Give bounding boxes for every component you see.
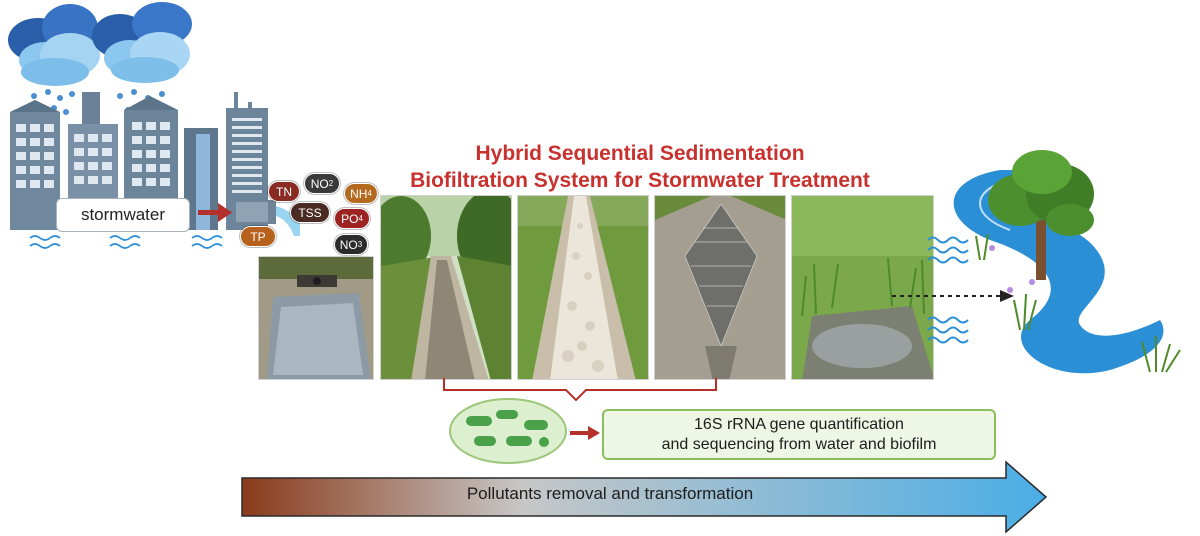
tree-icon <box>988 150 1094 280</box>
analysis-arrow-icon <box>570 426 600 440</box>
flow-arrow-icon <box>198 203 232 222</box>
pollutant-tn: TN <box>268 181 300 202</box>
title-line-2: Biofiltration System for Stormwater Trea… <box>410 169 870 192</box>
pipe-icon <box>236 200 300 236</box>
analysis-box: 16S rRNA gene quantification and sequenc… <box>602 409 996 460</box>
process-arrow <box>241 460 1048 534</box>
waves-icon <box>29 235 223 249</box>
figure-title: Hybrid Sequential Sedimentation Biofiltr… <box>372 140 908 194</box>
cloud-icon <box>8 4 100 86</box>
analysis-line-1: 16S rRNA gene quantification <box>694 415 904 433</box>
flower-icon <box>989 245 1035 293</box>
river-illustration <box>927 150 1181 374</box>
process-arrow-label: Pollutants removal and transformation <box>466 484 754 503</box>
photo-bracket <box>443 378 717 402</box>
building-windows <box>16 118 262 193</box>
photo-gabion-filter <box>654 195 786 380</box>
dotted-arrow-icon <box>892 290 1014 302</box>
photo-sedimentation-basin <box>258 256 374 380</box>
grass-icon <box>975 233 1181 373</box>
photo-wetland <box>791 195 934 380</box>
bacteria-icon <box>449 398 567 464</box>
pollutant-tp: TP <box>240 226 276 247</box>
photo-vegetated-channel <box>380 195 512 380</box>
title-line-1: Hybrid Sequential Sedimentation <box>475 142 805 165</box>
cloud-icon <box>92 2 192 83</box>
waves-icon <box>927 236 969 344</box>
stormwater-label: stormwater <box>56 198 190 232</box>
stormwater-text: stormwater <box>80 205 166 224</box>
pollutant-tss: TSS <box>290 202 330 223</box>
analysis-line-2: and sequencing from water and biofilm <box>661 435 937 453</box>
photo-gravel-channel <box>517 195 649 380</box>
